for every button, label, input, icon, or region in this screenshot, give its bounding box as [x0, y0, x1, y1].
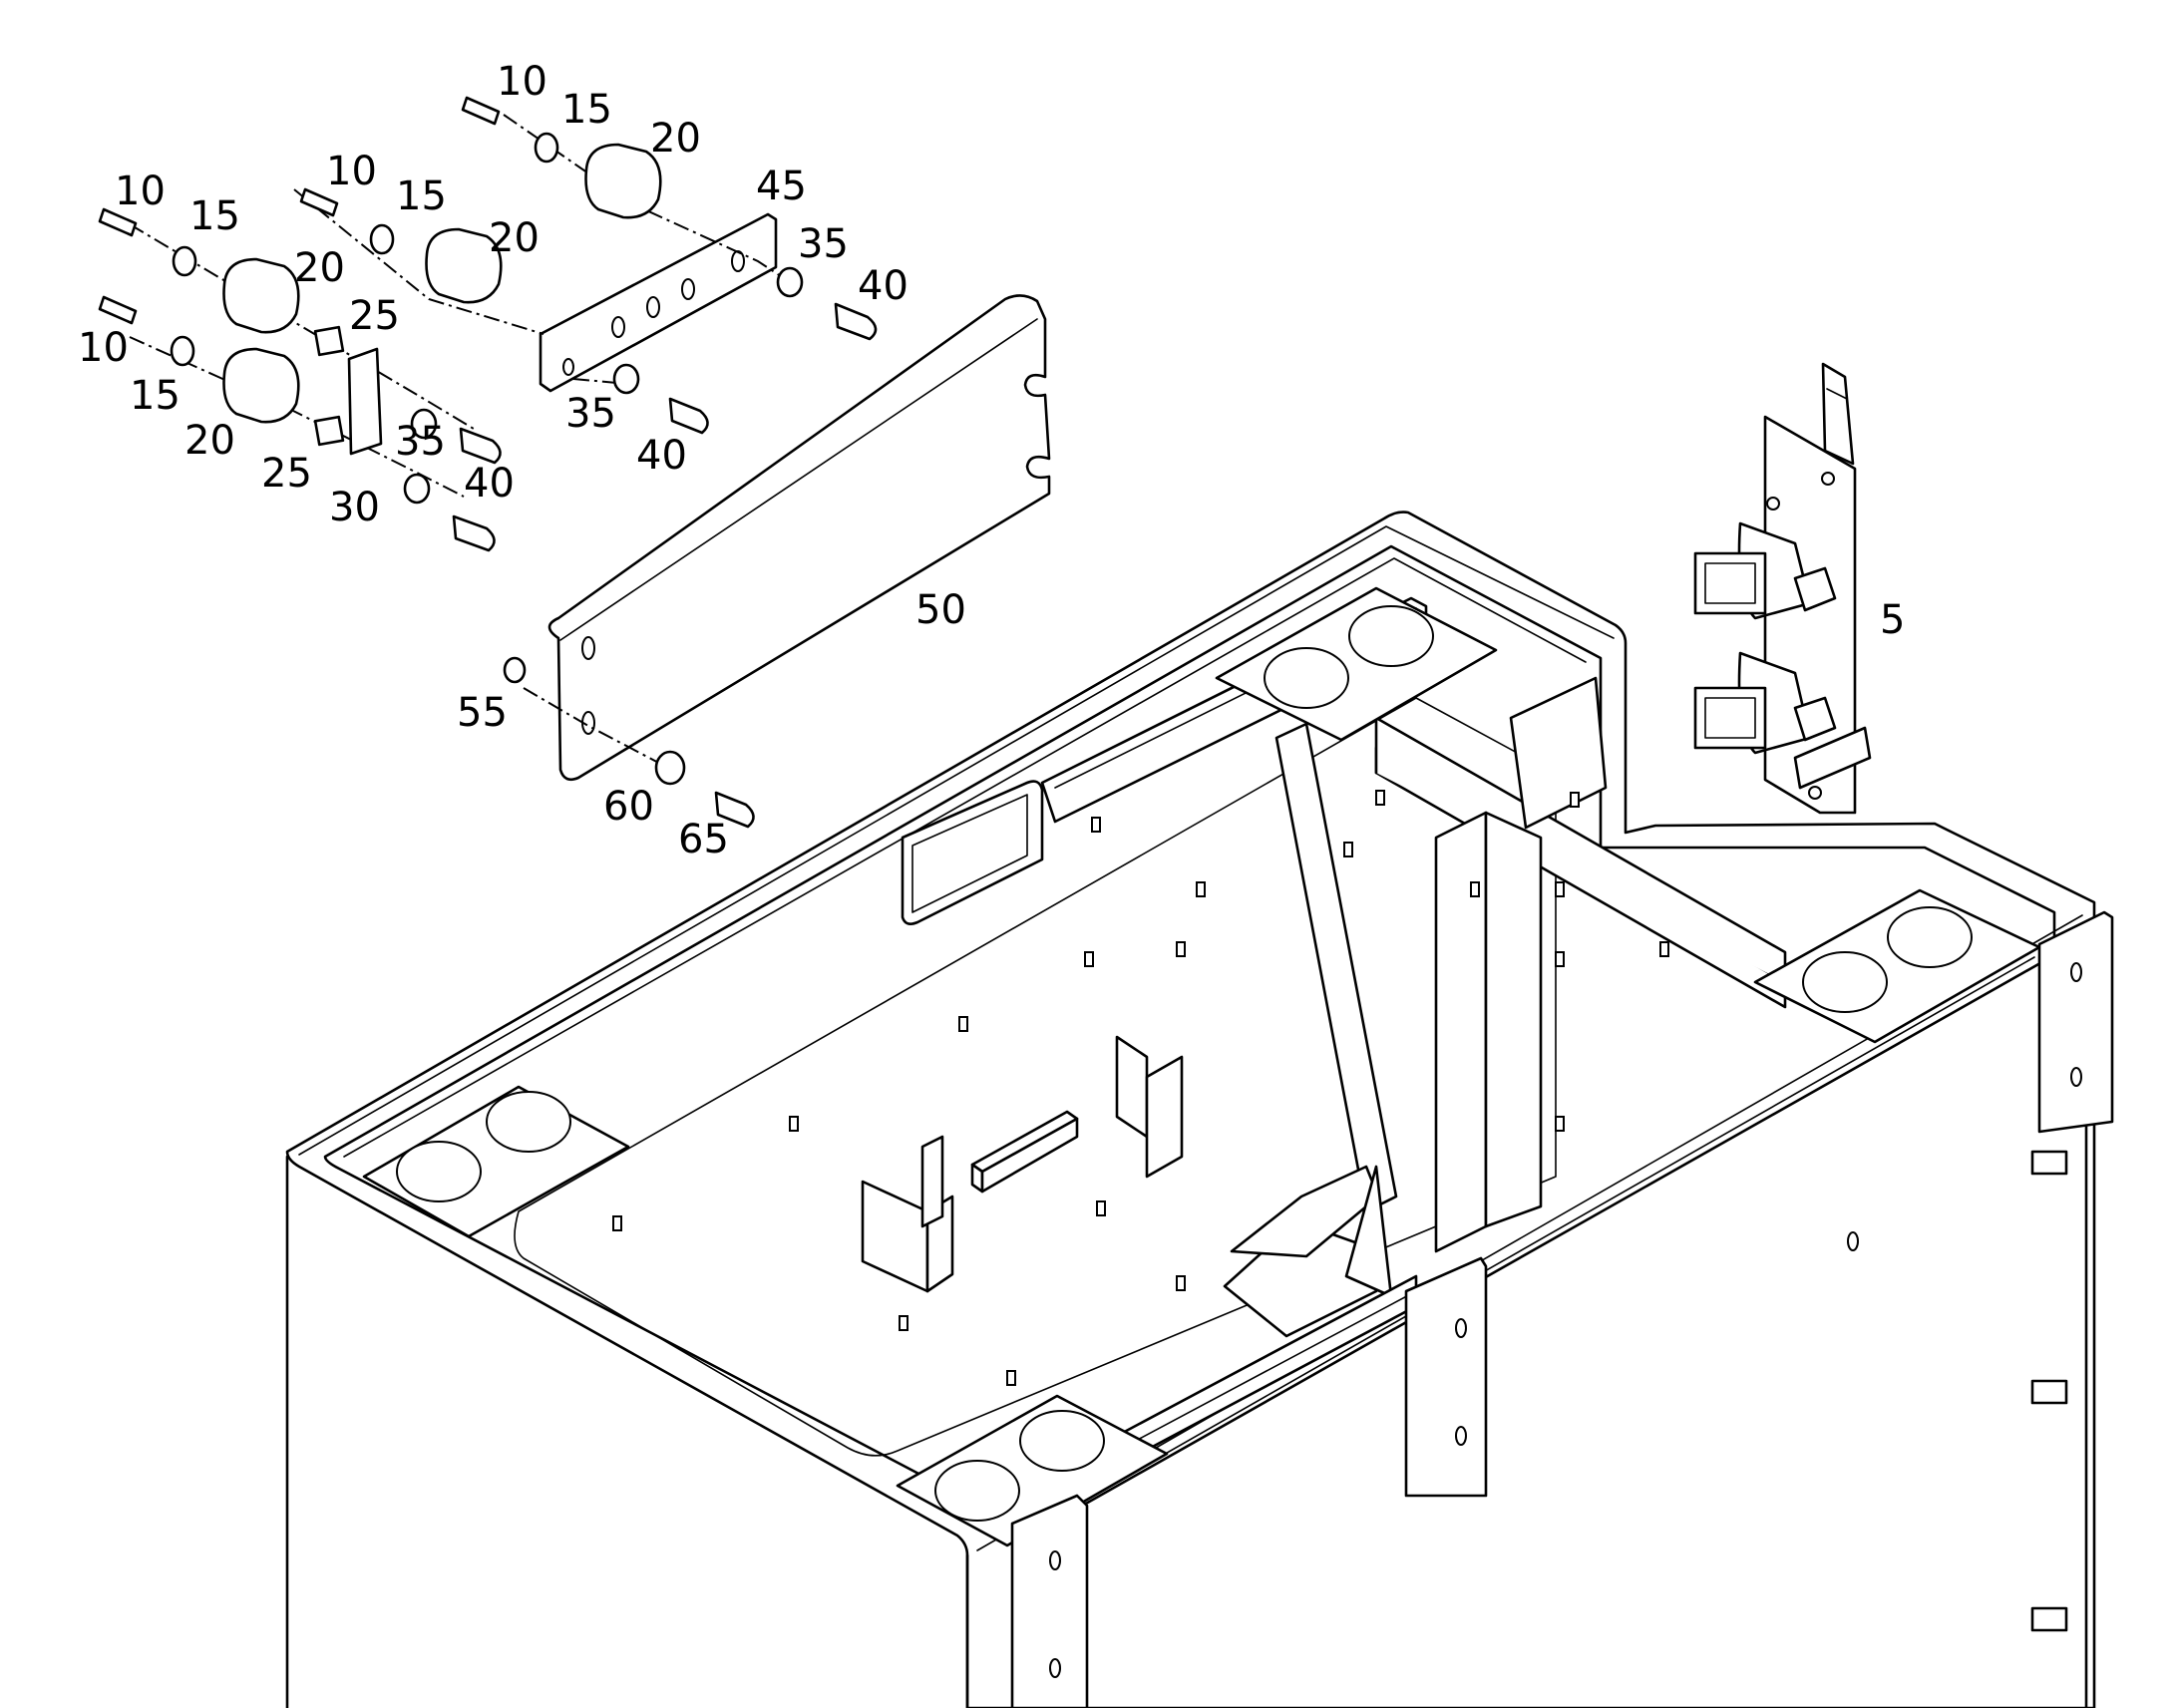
- callout-20: 20: [184, 418, 235, 464]
- mount-plate-rear: [1215, 586, 1498, 742]
- callout-35: 35: [395, 419, 446, 465]
- callout-labels: 10 15 20 10 15 20 10 15 20 10 15 20 45 3…: [78, 59, 1905, 862]
- bolts-part-40: [452, 302, 878, 829]
- callout-20: 20: [650, 116, 701, 162]
- callout-15: 15: [130, 373, 181, 419]
- callout-20: 20: [489, 215, 540, 261]
- callout-10: 10: [326, 149, 377, 194]
- callout-10: 10: [497, 59, 547, 105]
- callout-10: 10: [115, 169, 166, 214]
- callout-40: 40: [858, 263, 908, 309]
- callout-20: 20: [294, 245, 345, 291]
- callout-45: 45: [756, 164, 807, 209]
- rubber-mounts-part-20: [222, 143, 662, 424]
- callout-15: 15: [561, 87, 612, 133]
- valve-assembly-part-5: [1693, 362, 1872, 815]
- callout-10: 10: [78, 325, 129, 371]
- callout-65: 65: [678, 817, 729, 862]
- washers-part-15: [170, 132, 559, 367]
- callout-25: 25: [349, 293, 400, 339]
- callout-35: 35: [565, 391, 616, 437]
- bar-part-45: [539, 212, 778, 393]
- callout-50: 50: [915, 587, 966, 633]
- main-frame: [285, 511, 2114, 1708]
- callout-35: 35: [798, 221, 849, 267]
- mount-plate-right: [1753, 888, 2041, 1044]
- callout-40: 40: [464, 461, 515, 507]
- callout-15: 15: [396, 173, 447, 219]
- mount-plate-front: [896, 1394, 1169, 1547]
- callout-30: 30: [329, 485, 380, 530]
- callout-15: 15: [189, 193, 240, 239]
- floor-studs: [612, 790, 1669, 1386]
- cover-plate-part-50: [547, 294, 1051, 782]
- callout-55: 55: [457, 690, 508, 736]
- callout-60: 60: [603, 784, 654, 830]
- callout-25: 25: [261, 451, 312, 497]
- nuts-and-bracket: [313, 325, 383, 456]
- callout-5: 5: [1880, 597, 1905, 643]
- washers-part-35: [403, 266, 804, 786]
- callout-40: 40: [636, 433, 687, 479]
- mount-plate-left: [362, 1085, 630, 1238]
- screws-part-10: [98, 96, 501, 325]
